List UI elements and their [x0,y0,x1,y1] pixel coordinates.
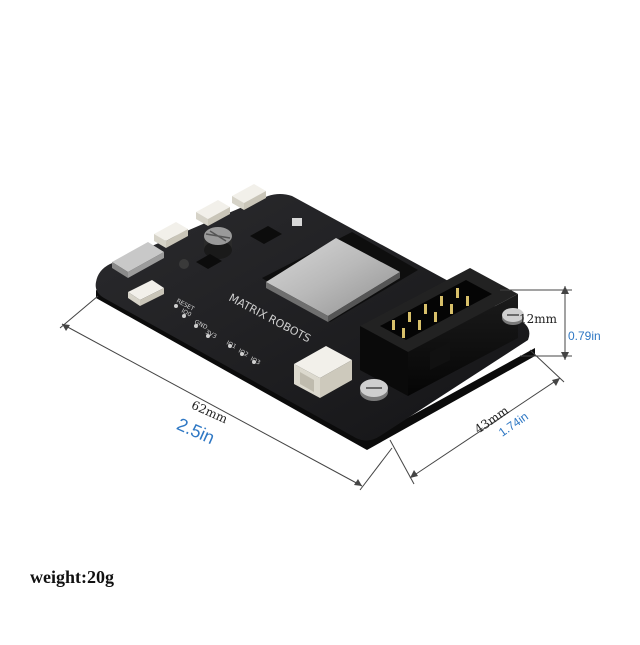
length-dimension-line [61,323,363,487]
button [292,218,302,226]
jst-connector-bottom [294,346,352,398]
svg-text:3V3: 3V3 [204,329,218,341]
width-extension-line [389,439,415,485]
svg-text:IO0: IO0 [180,308,193,319]
mounting-screw [502,308,524,325]
jst-connector-1 [154,222,188,248]
length-extension-line [59,295,99,329]
jst-connector-left [128,280,164,306]
usb-c-port [112,242,164,278]
height-imperial-label: 0.79in [568,329,601,343]
jst-connector-2 [196,200,230,226]
dimension-lines [59,286,572,491]
button [179,259,189,269]
pcb-edge [96,290,535,450]
width-dimension-line [409,377,561,479]
dimension-arrows [62,286,569,486]
wifi-module [262,232,418,322]
width-extension-line [529,349,565,383]
pin-header [360,268,518,396]
height-metric-label: 12mm [519,312,558,326]
mounting-screw [360,379,388,401]
jst-connector-3 [232,184,266,210]
ic-chip [250,226,282,244]
length-extension-line [359,447,393,491]
ic-chip [196,254,222,269]
capacitor [204,227,232,259]
weight-label: weight:20g [30,567,114,587]
